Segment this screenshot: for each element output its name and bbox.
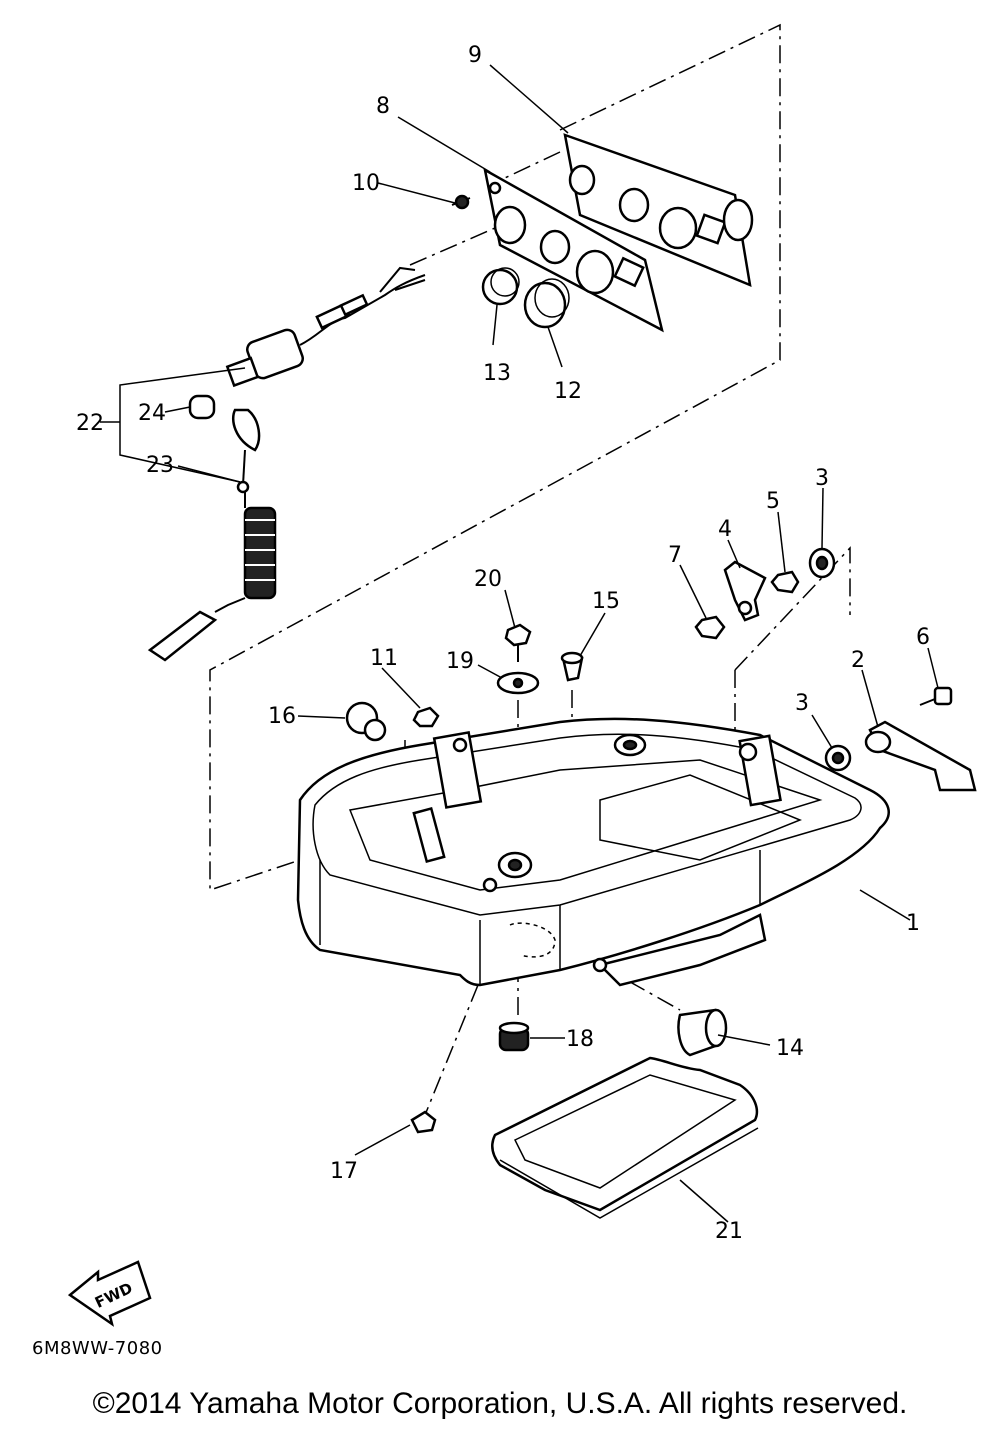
callout-20: 20 — [474, 567, 502, 592]
part-6-bolt — [919, 686, 953, 706]
part-12-plug — [523, 278, 570, 329]
diagram-reference-code: 6M8WW-7080 — [32, 1338, 163, 1359]
part-3-washer-top — [808, 547, 836, 579]
part-24-cap — [188, 394, 216, 420]
callout-12: 12 — [554, 379, 582, 404]
callout-13: 13 — [483, 361, 511, 386]
callout-18: 18 — [566, 1027, 594, 1052]
callout-10: 10 — [352, 171, 380, 196]
callout-15: 15 — [592, 589, 620, 614]
part-3-washer-lower — [824, 744, 852, 772]
part-13-plug — [481, 267, 520, 306]
callout-22: 22 — [76, 411, 104, 436]
part-5-nut — [770, 570, 800, 594]
part-16-grommet — [345, 701, 387, 742]
callout-6: 6 — [916, 625, 930, 650]
part-8-panel — [483, 167, 664, 333]
part-1-bottom-cowling — [296, 717, 890, 987]
callout-11: 11 — [370, 646, 398, 671]
part-10-screw — [451, 194, 471, 210]
part-4-bracket — [723, 560, 767, 622]
callout-9: 9 — [468, 43, 482, 68]
callout-7: 7 — [668, 543, 682, 568]
part-11-nut — [412, 706, 440, 728]
callout-3-top: 3 — [815, 466, 829, 491]
callout-4: 4 — [718, 517, 732, 542]
callout-19: 19 — [446, 649, 474, 674]
part-7-nut — [694, 615, 726, 640]
callout-21: 21 — [715, 1219, 743, 1244]
callout-24: 24 — [138, 401, 166, 426]
callout-2: 2 — [851, 648, 865, 673]
part-18-grommet — [498, 1021, 530, 1052]
part-17-clip — [410, 1110, 437, 1134]
callout-1: 1 — [906, 911, 920, 936]
callout-23: 23 — [146, 453, 174, 478]
part-19-washer — [496, 671, 540, 695]
callout-3-lower: 3 — [795, 691, 809, 716]
callout-8: 8 — [376, 94, 390, 119]
callout-17: 17 — [330, 1159, 358, 1184]
part-9-panel — [563, 133, 754, 288]
callout-labels: 9 8 10 13 12 22 24 23 3 5 4 7 20 15 19 1… — [76, 43, 930, 1244]
callout-16: 16 — [268, 704, 296, 729]
leader-lines — [100, 64, 939, 1223]
part-2-bracket — [864, 720, 977, 792]
callout-14: 14 — [776, 1036, 804, 1061]
part-20-bolt — [504, 623, 532, 662]
copyright-notice: ©2014 Yamaha Motor Corporation, U.S.A. A… — [92, 1387, 908, 1420]
fwd-arrow-icon: FWD — [67, 1260, 152, 1327]
part-15-grommet — [560, 651, 584, 682]
callout-5: 5 — [766, 489, 780, 514]
part-14-plug — [677, 1008, 728, 1057]
part-23-lanyard — [147, 408, 277, 662]
part-21-seal — [491, 1056, 759, 1219]
part-22-stop-switch — [225, 266, 426, 388]
